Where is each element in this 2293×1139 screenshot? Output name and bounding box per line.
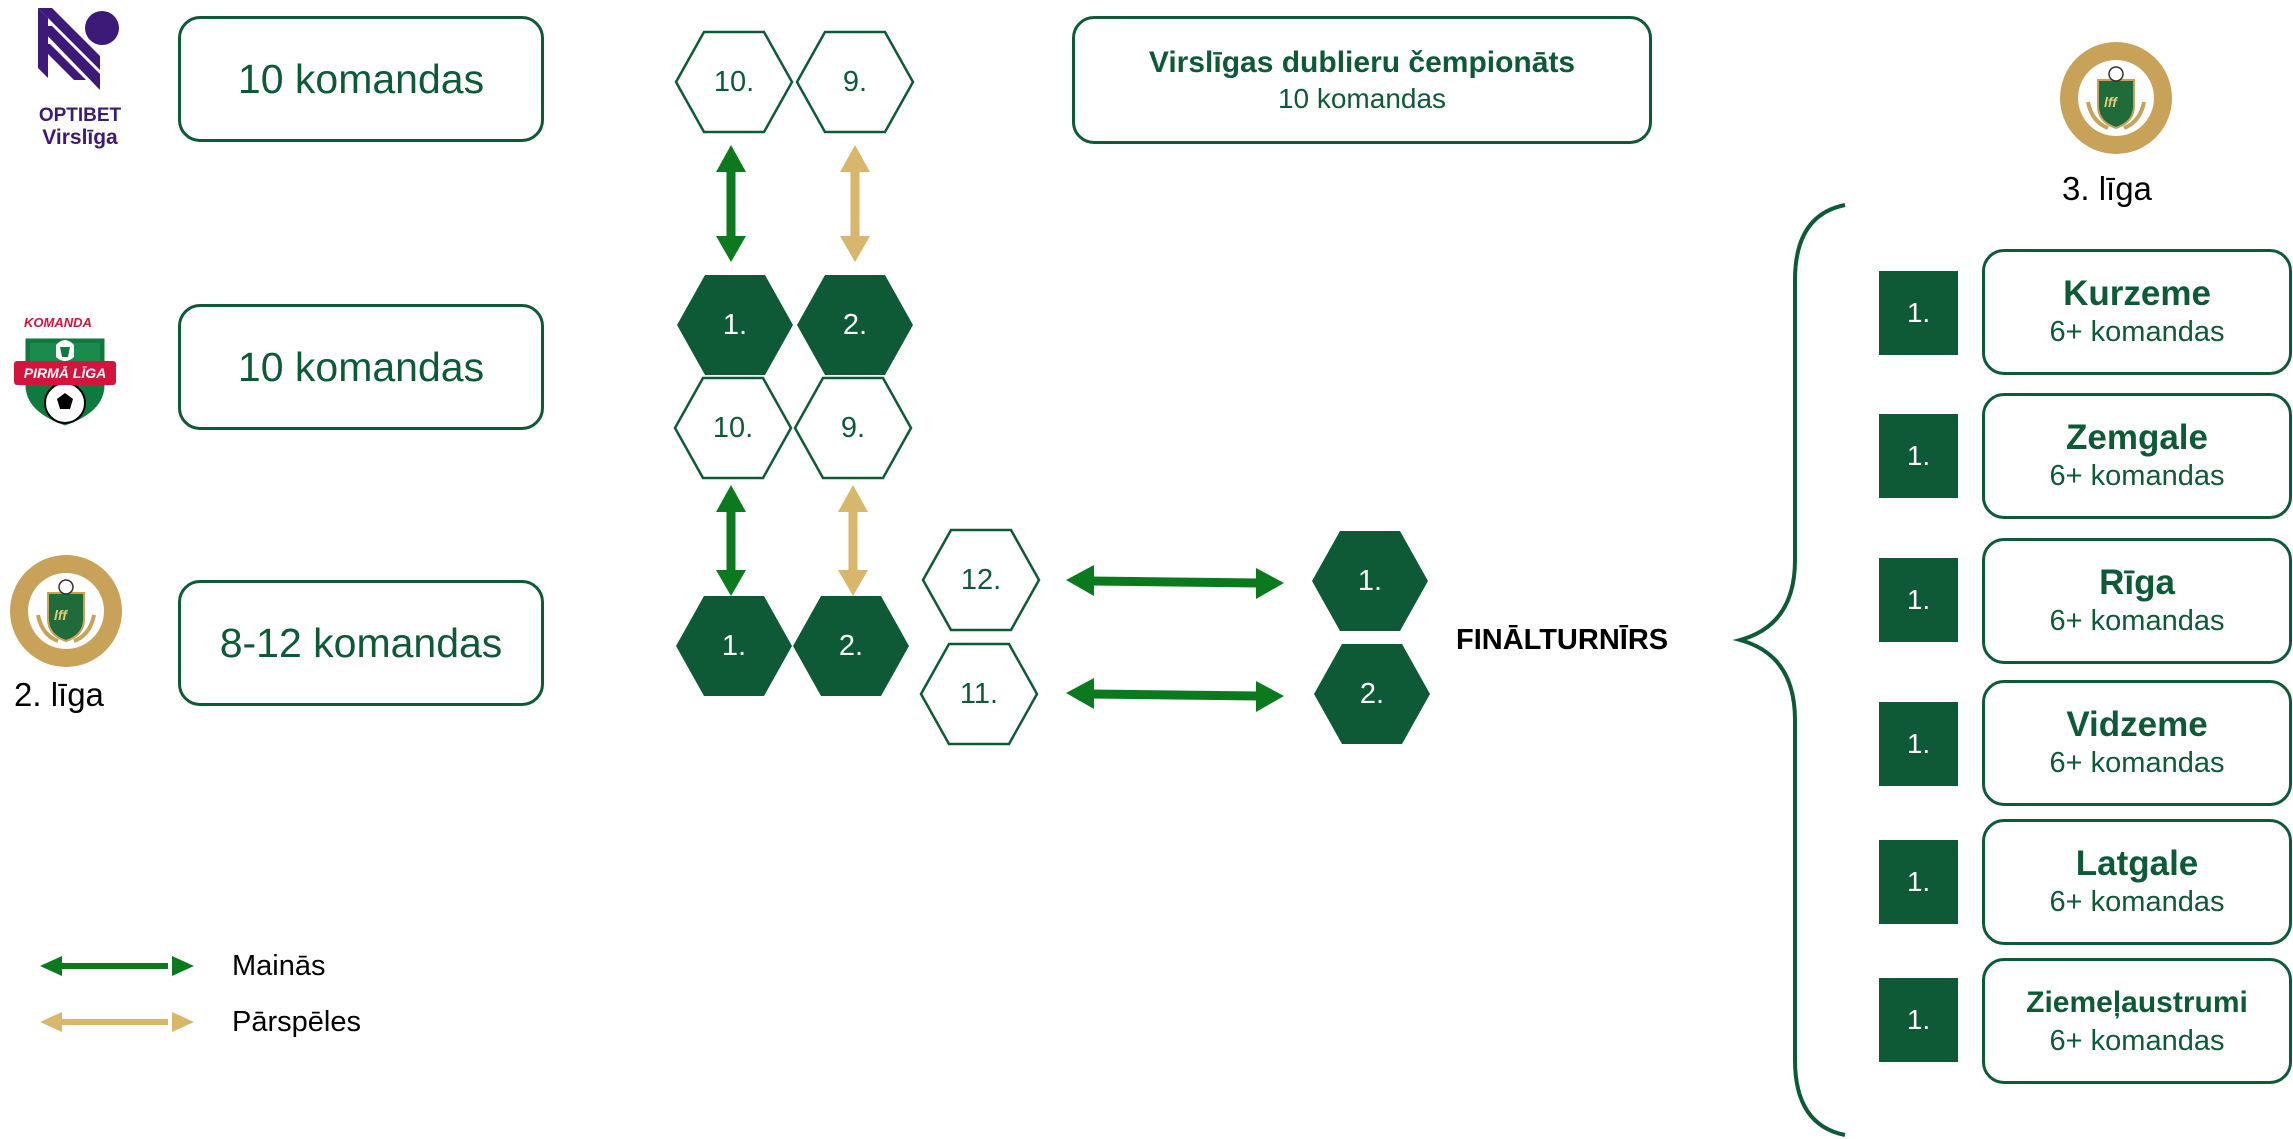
hex-virsliga-9: 9. (795, 30, 915, 134)
region-teams: 6+ komandas (2049, 886, 2225, 918)
virsliga-teams-box: 10 komandas (178, 16, 544, 142)
lff-emblem-icon (2060, 42, 2172, 154)
optibet-logo-mark (38, 8, 119, 90)
hex-pirma-9: 9. (793, 376, 913, 480)
hex-virsliga-10: 10. (674, 30, 794, 134)
hex-final-1-label: 1. (1357, 564, 1383, 597)
region-name: Vidzeme (2066, 705, 2208, 744)
region-teams: 6+ komandas (2049, 316, 2225, 348)
swap-arrow-final-1 (1066, 565, 1284, 599)
hex-pirma-1-label: 1. (722, 308, 748, 341)
hex-final-2: 2. (1312, 642, 1432, 746)
hex-pirma-2: 2. (795, 273, 915, 377)
region-rank-zemgale: 1. (1879, 414, 1958, 498)
hex-virsliga-9-label: 9. (842, 65, 868, 98)
pirma-liga-logo: KOMANDA PIRMĀ LĪGA (4, 315, 126, 435)
region-rank-riga: 1. (1879, 558, 1958, 642)
pirma-liga-banner-text: PIRMĀ LĪGA (23, 365, 107, 381)
legend-playoff-label: Pārspēles (232, 1006, 361, 1038)
hex-pirma-1: 1. (675, 273, 795, 377)
region-box-ziemelaustrumi: Ziemeļaustrumi 6+ komandas (1982, 958, 2292, 1084)
region-rank-vidzeme: 1. (1879, 702, 1958, 786)
second-league-label: 2. līga (14, 676, 104, 713)
hex-second-2-label: 2. (838, 629, 864, 662)
swap-arrow-final-2 (1066, 678, 1284, 712)
region-teams: 6+ komandas (2049, 1025, 2225, 1057)
region-teams: 6+ komandas (2049, 747, 2225, 779)
region-name: Latgale (2075, 844, 2199, 883)
hex-second-11: 11. (919, 642, 1039, 746)
second-league-teams-box: 8-12 komandas (178, 580, 544, 706)
legend-swap-label: Mainās (232, 950, 326, 982)
third-league-label: 3. līga (2062, 170, 2152, 207)
second-league-teams-text: 8-12 komandas (219, 619, 503, 666)
region-rank-latgale: 1. (1879, 840, 1958, 924)
hex-pirma-9-label: 9. (840, 411, 866, 444)
pirma-liga-banner: PIRMĀ LĪGA (14, 361, 116, 385)
hex-pirma-10: 10. (673, 376, 793, 480)
region-name: Zemgale (2066, 418, 2208, 457)
reserve-championship-box: Virslīgas dublieru čempionāts 10 komanda… (1072, 16, 1652, 144)
reserve-championship-teams: 10 komandas (1277, 83, 1447, 114)
legend-playoff-arrow-icon (40, 1012, 194, 1032)
regions-brace (1732, 203, 1846, 1137)
virsliga-teams-text: 10 komandas (237, 55, 485, 102)
region-box-riga: Rīga 6+ komandas (1982, 538, 2292, 664)
hex-second-11-label: 11. (959, 677, 999, 710)
final-tournament-label: FINĀLTURNĪRS (1456, 624, 1669, 656)
region-rank-ziemelaustrumi: 1. (1879, 978, 1958, 1062)
region-box-vidzeme: Vidzeme 6+ komandas (1982, 680, 2292, 806)
hex-second-1-label: 1. (721, 629, 747, 662)
lff-logo-third: lff (2058, 40, 2174, 156)
region-box-kurzeme: Kurzeme 6+ komandas (1982, 249, 2292, 375)
lff-shield-text: lff (2104, 94, 2117, 110)
lff-emblem-icon (10, 555, 122, 667)
hex-virsliga-10-label: 10. (713, 65, 755, 98)
region-name: Ziemeļaustrumi (2026, 986, 2248, 1019)
hex-pirma-2-label: 2. (842, 308, 868, 341)
region-teams: 6+ komandas (2049, 605, 2225, 637)
hex-second-2: 2. (791, 594, 911, 698)
optibet-logo-text1: OPTIBET (38, 105, 122, 126)
lff-logo-second: lff (8, 553, 124, 669)
region-name: Rīga (2099, 563, 2175, 602)
hex-second-12: 12. (921, 528, 1041, 632)
hex-pirma-10-label: 10. (712, 411, 754, 444)
hex-second-12-label: 12. (960, 563, 1002, 596)
hex-second-1: 1. (674, 594, 794, 698)
region-box-zemgale: Zemgale 6+ komandas (1982, 393, 2292, 519)
pirma-liga-logo-top-text: KOMANDA (24, 315, 92, 330)
playoff-arrow-pirma-second (838, 485, 868, 596)
reserve-championship-title: Virslīgas dublieru čempionāts (1148, 46, 1576, 79)
swap-arrow-pirma-second (716, 485, 746, 596)
hex-final-1: 1. (1310, 529, 1430, 633)
playoff-arrow-virsliga-pirma (840, 145, 870, 262)
hex-final-2-label: 2. (1359, 677, 1385, 710)
legend-swap-arrow-icon (40, 956, 194, 976)
region-teams: 6+ komandas (2049, 460, 2225, 492)
optibet-virsliga-logo: OPTIBET Virslīga (30, 8, 130, 149)
pirma-liga-teams-text: 10 komandas (237, 343, 485, 390)
region-rank-kurzeme: 1. (1879, 271, 1958, 355)
optibet-logo-text2: Virslīga (42, 126, 118, 149)
region-box-latgale: Latgale 6+ komandas (1982, 819, 2292, 945)
pirma-liga-teams-box: 10 komandas (178, 304, 544, 430)
lff-shield-text: lff (54, 607, 67, 623)
region-name: Kurzeme (2063, 274, 2211, 313)
swap-arrow-virsliga-pirma (716, 145, 746, 262)
